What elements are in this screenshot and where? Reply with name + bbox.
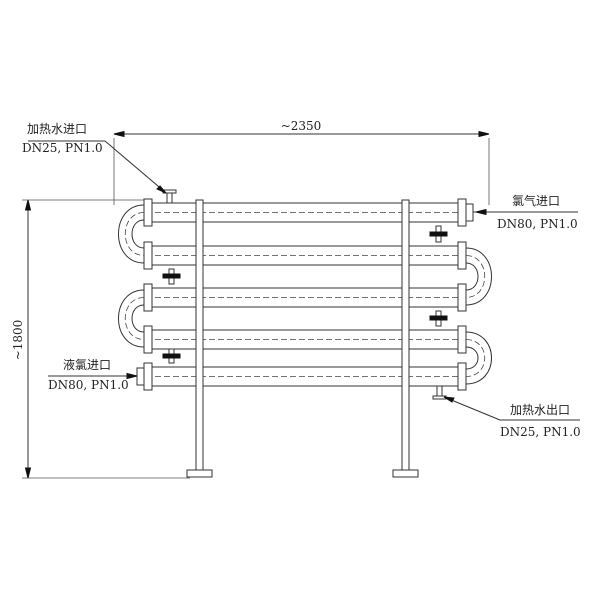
leader-hot-water-outlet [443, 396, 580, 421]
nozzle-jacket-3 [429, 310, 448, 327]
pipe-row-2 [143, 241, 467, 270]
pipe-row-1 [143, 198, 474, 227]
hot-water-inlet-name: 加热水进口 [27, 122, 87, 136]
support-right [392, 199, 419, 478]
width-dimension: ~2350 [113, 119, 490, 205]
liquid-chlorine-inlet-name: 液氯进口 [63, 357, 111, 372]
leader-chlorine-gas-inlet [473, 208, 578, 216]
nozzle-jacket-1 [429, 225, 448, 243]
liquid-chlorine-inlet-spec: DN80, PN1.0 [48, 378, 129, 392]
height-dimension-label: ~1800 [11, 320, 25, 361]
u-bend-left-upper [118, 204, 145, 264]
leader-liquid-chlorine-inlet [48, 372, 138, 380]
pipe-row-3 [143, 283, 467, 312]
chlorine-gas-inlet-spec: DN80, PN1.0 [497, 217, 578, 231]
pipe-row-4 [143, 325, 467, 354]
u-bend-left-lower [118, 289, 145, 348]
hot-water-inlet-spec: DN25, PN1.0 [22, 141, 103, 155]
nozzle-jacket-2 [162, 268, 181, 285]
leader-hot-water-inlet [28, 140, 167, 194]
nozzle-jacket-4 [162, 348, 181, 364]
height-dimension: ~1800 [11, 199, 190, 479]
u-bend-right-lower [465, 331, 492, 385]
support-left [186, 199, 213, 478]
pipe-row-5 [136, 362, 467, 391]
width-dimension-label: ~2350 [281, 119, 322, 133]
hot-water-outlet-spec: DN25, PN1.0 [500, 425, 581, 439]
hot-water-outlet-name: 加热水出口 [510, 403, 570, 417]
chlorine-gas-inlet-name: 氯气进口 [512, 193, 560, 208]
u-bend-right-upper [465, 247, 492, 306]
